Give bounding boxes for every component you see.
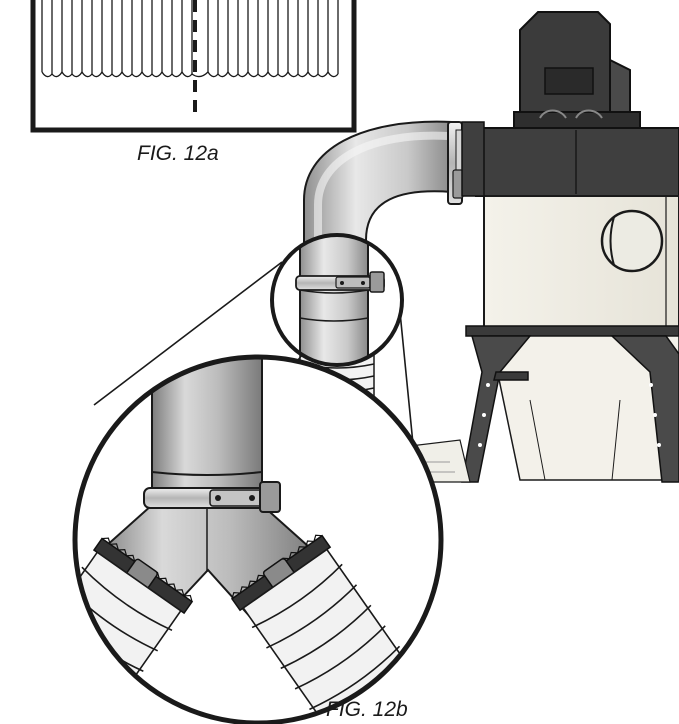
fig-12a-caption: FIG. 12a — [137, 142, 219, 165]
dust-collector — [359, 11, 679, 483]
fig-12b-caption: FIG. 12b — [326, 698, 408, 721]
hose-ribs — [41, 0, 339, 78]
main-pipe — [151, 357, 263, 491]
motor — [513, 11, 641, 131]
fig-12b-wye-detail — [72, 354, 444, 724]
detail-callout-circle — [270, 233, 404, 367]
callout-line-left — [93, 261, 283, 406]
fig-12a-hose-detail — [30, 0, 357, 133]
blower-housing — [475, 127, 679, 197]
inlet-port — [600, 209, 664, 273]
